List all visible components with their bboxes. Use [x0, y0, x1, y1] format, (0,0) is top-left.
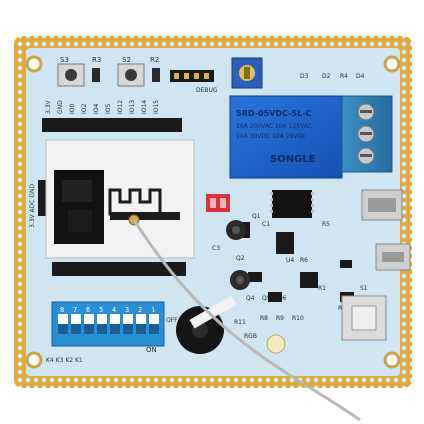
relay: SRD-05VDC-SL-C 10A 250VAC 10A 125VAC 10A… — [229, 95, 343, 179]
rgb-led — [266, 334, 286, 354]
svg-text:D3: D3 — [300, 73, 309, 80]
svg-text:C1: C1 — [262, 221, 270, 228]
pin-header-top — [42, 118, 182, 132]
label-s2: S2 — [122, 56, 131, 64]
svg-text:C3: C3 — [212, 245, 220, 252]
resistor-r2 — [152, 68, 160, 82]
debug-label: DEBUG — [196, 87, 218, 94]
label-s3: S3 — [60, 56, 69, 64]
svg-text:U4: U4 — [286, 257, 294, 264]
red-jumper — [206, 194, 230, 212]
push-button-s2 — [117, 63, 145, 87]
relay-rating-2: 10A 30VDC 10A 28VDC — [236, 133, 306, 140]
svg-text:R10: R10 — [292, 315, 304, 322]
esp-wifi-module — [45, 139, 195, 259]
header-labels-left: 3.3V GND IO0 IO2 IO4 IO5 IO12 IO13 IO14 … — [45, 99, 160, 114]
buzzer — [176, 295, 237, 354]
screw-terminal — [341, 95, 393, 173]
k-labels: K4 K3 K2 K1 — [46, 357, 83, 364]
side-adc-label: 3.3V ADC GND — [29, 183, 36, 228]
relay-model: SRD-05VDC-SL-C — [236, 109, 312, 118]
relay-driver-chip — [270, 190, 314, 218]
svg-text:IO15: IO15 — [153, 100, 160, 114]
pin-header-bottom — [52, 262, 186, 276]
svg-text:R8: R8 — [260, 315, 268, 322]
mounting-hole — [383, 351, 401, 369]
svg-text:3.3V: 3.3V — [45, 99, 52, 114]
svg-text:1: 1 — [151, 306, 155, 314]
dip-on-label: ON — [146, 346, 157, 354]
mini-usb-port — [361, 189, 403, 221]
svg-text:5: 5 — [99, 306, 103, 314]
mounting-hole — [25, 55, 43, 73]
capacitor — [230, 270, 250, 290]
svg-text:IO14: IO14 — [141, 100, 148, 114]
dip-off-label: OFF — [166, 317, 178, 324]
capacitor — [226, 220, 246, 240]
svg-text:Q6: Q6 — [278, 295, 287, 302]
mounting-hole — [25, 351, 43, 369]
bottom-labels: R8 R9 R10 Q4 Q5 Q6 C3 R11 — [212, 245, 304, 326]
svg-text:3: 3 — [125, 306, 129, 314]
pin-header-left-side — [38, 180, 48, 216]
svg-text:6: 6 — [86, 306, 90, 314]
svg-text:IO5: IO5 — [105, 104, 112, 114]
svg-text:Q1: Q1 — [252, 213, 261, 220]
push-button-s1 — [341, 295, 387, 341]
potentiometer — [231, 57, 263, 89]
svg-text:GND: GND — [57, 100, 64, 114]
antenna-wire — [132, 219, 361, 422]
relay-brand: SONGLE — [270, 154, 316, 165]
svg-text:R6: R6 — [300, 257, 308, 264]
push-button-s3 — [57, 63, 85, 87]
svg-text:Q4: Q4 — [246, 295, 255, 302]
svg-text:IO2: IO2 — [81, 104, 88, 114]
label-r3: R3 — [92, 56, 101, 64]
svg-text:R5: R5 — [322, 221, 330, 228]
svg-text:IO4: IO4 — [93, 104, 100, 114]
label-r2: R2 — [150, 56, 159, 64]
svg-text:S1: S1 — [360, 285, 368, 292]
svg-text:2: 2 — [138, 306, 142, 314]
dip-numbers: 8 7 6 5 4 3 2 1 — [60, 306, 155, 314]
svg-text:8: 8 — [60, 306, 64, 314]
svg-text:Q5: Q5 — [262, 295, 271, 302]
svg-text:Q2: Q2 — [236, 255, 245, 262]
svg-text:7: 7 — [73, 306, 77, 314]
svg-text:4: 4 — [112, 306, 116, 314]
svg-text:R9: R9 — [276, 315, 284, 322]
debug-header — [170, 70, 214, 82]
dip-switch — [51, 301, 165, 347]
svg-text:D2: D2 — [322, 73, 331, 80]
svg-text:D4: D4 — [356, 73, 365, 80]
micro-usb-port — [375, 243, 411, 271]
svg-text:R1: R1 — [318, 285, 326, 292]
svg-text:IO12: IO12 — [117, 100, 124, 114]
svg-text:RGB: RGB — [244, 333, 257, 340]
svg-text:R4: R4 — [340, 73, 348, 80]
svg-text:IO13: IO13 — [129, 100, 136, 114]
mounting-hole — [383, 55, 401, 73]
resistor-r3 — [92, 68, 100, 82]
svg-text:R11: R11 — [234, 319, 246, 326]
svg-text:IO0: IO0 — [69, 104, 76, 114]
relay-rating-1: 10A 250VAC 10A 125VAC — [236, 123, 312, 130]
